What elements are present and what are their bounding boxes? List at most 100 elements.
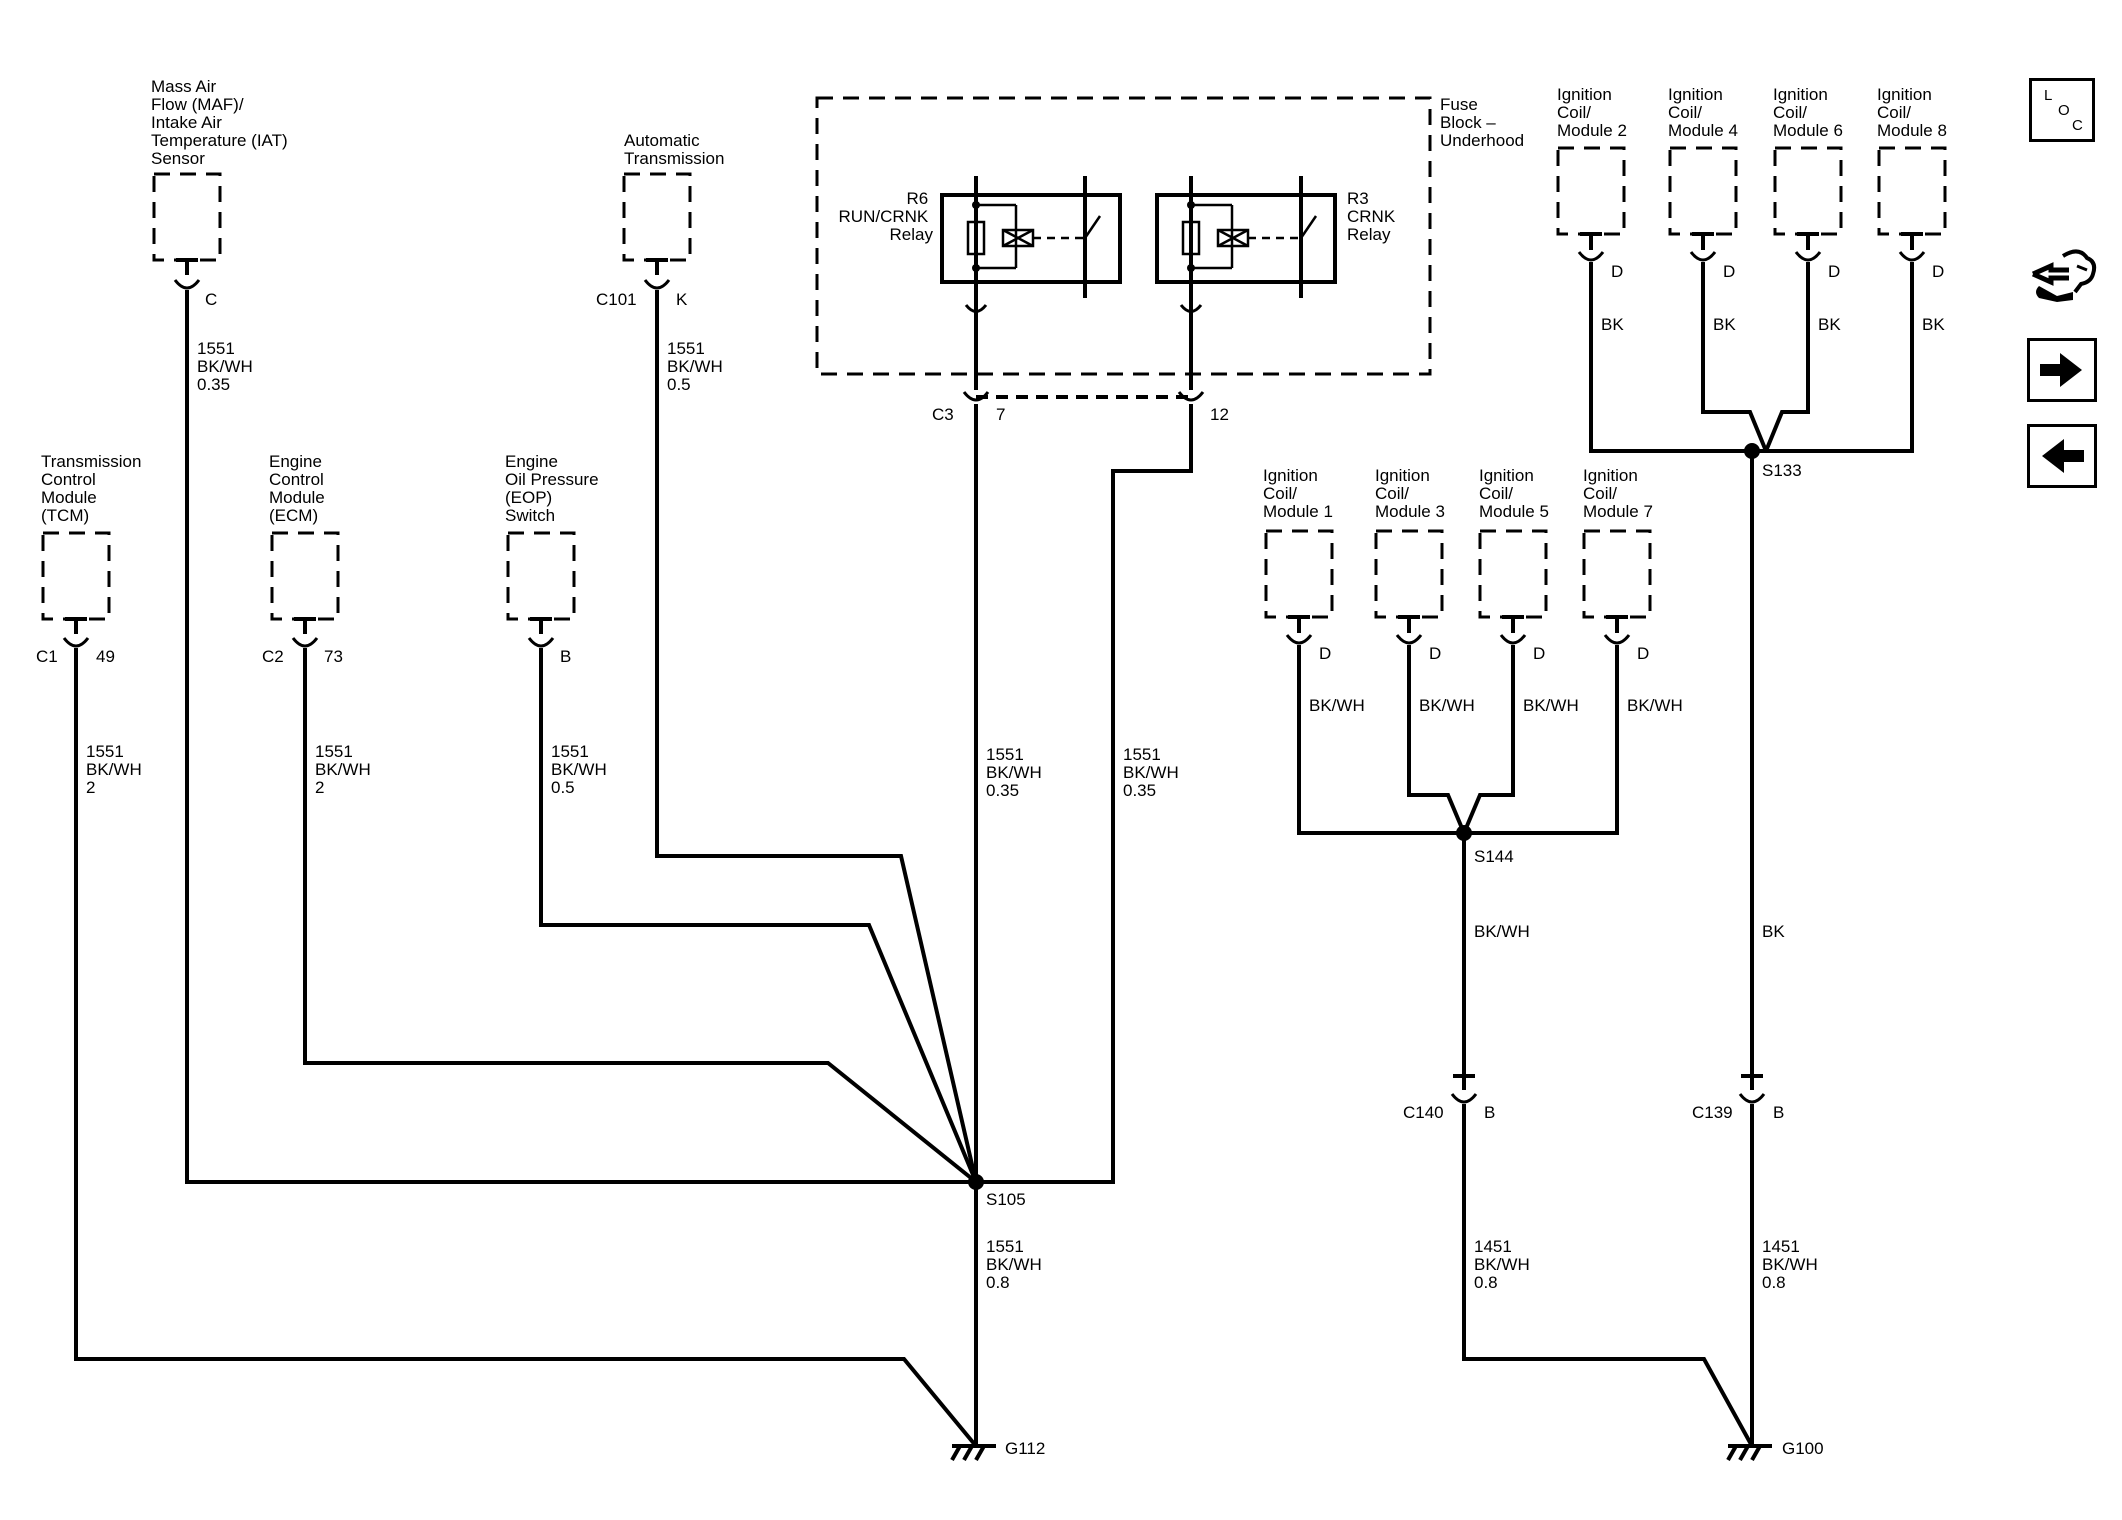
- location-view-icon-letter-o: O: [2058, 102, 2070, 119]
- circuit-label-s144-c140: BK/WH: [1474, 922, 1530, 941]
- coil-1-wire-label: BK/WH: [1309, 696, 1365, 715]
- coil-4-label: Ignition Coil/ Module 4: [1668, 85, 1738, 140]
- coil-8-group: Ignition Coil/ Module 8 D BK: [1877, 85, 1947, 334]
- coil-1-pin-label: D: [1319, 644, 1331, 663]
- c3-pin-7-label: 7: [996, 405, 1005, 424]
- coil-4-pin-label: D: [1723, 262, 1735, 281]
- tcm-box: [41, 531, 111, 621]
- maf-sensor-label: Mass Air Flow (MAF)/ Intake Air Temperat…: [151, 77, 292, 168]
- next-page-button[interactable]: [2027, 338, 2097, 402]
- auto-transmission-label: Automatic Transmission: [624, 131, 724, 168]
- c3-pin-7: [962, 391, 990, 402]
- coil-2-wire-label: BK: [1601, 315, 1624, 334]
- coil-4-box: [1668, 146, 1738, 236]
- ground-g100-symbol: [1726, 1444, 1772, 1461]
- c2-label: C2: [262, 647, 284, 666]
- circuit-label-s105-g112: 1551 BK/WH 0.8: [986, 1237, 1046, 1292]
- eop-pin-label: B: [560, 647, 571, 666]
- circuit-label-ecm: 1551 BK/WH 2: [315, 742, 375, 797]
- location-view-button[interactable]: L O C: [2029, 78, 2095, 142]
- auto-transmission-box: [622, 172, 692, 262]
- circuit-label-auto-trans: 1551 BK/WH 0.5: [667, 339, 727, 394]
- ground-g100-label: G100: [1782, 1439, 1824, 1458]
- c3-pin-12-label: 12: [1210, 405, 1229, 424]
- relay-r6: [940, 176, 1122, 313]
- coil-3-label: Ignition Coil/ Module 3: [1375, 466, 1445, 521]
- circuit-label-r3: 1551 BK/WH 0.35: [1123, 745, 1183, 800]
- ecm-box: [270, 531, 340, 621]
- coil-3-pin-label: D: [1429, 644, 1441, 663]
- coil-1-group: Ignition Coil/ Module 1 D BK/WH: [1263, 466, 1365, 715]
- circuit-label-c140-g100: 1451 BK/WH 0.8: [1474, 1237, 1534, 1292]
- coil-6-pin-label: D: [1828, 262, 1840, 281]
- connector-c139: [1738, 1074, 1766, 1104]
- coil-5-wire-label: BK/WH: [1523, 696, 1579, 715]
- coil-3-box: [1374, 529, 1444, 619]
- ecm-pin-label: 73: [324, 647, 343, 666]
- coil-5-group: Ignition Coil/ Module 5 D BK/WH: [1478, 466, 1579, 715]
- coil-3-group: Ignition Coil/ Module 3 D BK/WH: [1374, 466, 1475, 715]
- splice-s133-label: S133: [1762, 461, 1802, 480]
- circuit-label-tcm: 1551 BK/WH 2: [86, 742, 146, 797]
- relay-r3: [1155, 176, 1337, 313]
- coil-5-box: [1478, 529, 1548, 619]
- splice-s144-label: S144: [1474, 847, 1514, 866]
- circuit-label-s133-c139: BK: [1762, 922, 1785, 941]
- ecm-label: Engine Control Module (ECM): [269, 452, 330, 525]
- ground-g112-symbol: [950, 1444, 996, 1461]
- coil-6-box: [1773, 146, 1843, 236]
- coil-8-wire-label: BK: [1922, 315, 1945, 334]
- c139-pin-label: B: [1773, 1103, 1784, 1122]
- fuse-block-label: Fuse Block – Underhood: [1440, 95, 1524, 150]
- coil-2-label: Ignition Coil/ Module 2: [1557, 85, 1627, 140]
- tcm-pin-label: 49: [96, 647, 115, 666]
- coil-2-group: Ignition Coil/ Module 2 D BK: [1556, 85, 1627, 334]
- eop-switch-label: Engine Oil Pressure (EOP) Switch: [505, 452, 603, 525]
- coil-8-label: Ignition Coil/ Module 8: [1877, 85, 1947, 140]
- coil-6-wire-label: BK: [1818, 315, 1841, 334]
- arrow-right-icon: [2040, 353, 2082, 387]
- c140-pin-label: B: [1484, 1103, 1495, 1122]
- tcm-label: Transmission Control Module (TCM): [41, 452, 146, 525]
- coil-7-box: [1582, 529, 1652, 619]
- fuse-block-outline: [815, 96, 1432, 376]
- coil-4-wire-label: BK: [1713, 315, 1736, 334]
- location-view-icon: L: [2044, 87, 2053, 104]
- coil-2-box: [1556, 146, 1626, 236]
- ground-g112-label: G112: [1005, 1439, 1045, 1458]
- coil-5-label: Ignition Coil/ Module 5: [1479, 466, 1549, 521]
- connector-c140: [1450, 1074, 1478, 1104]
- arrow-left-icon: [2042, 439, 2084, 473]
- maf-pin-label: C: [205, 290, 217, 309]
- coil-1-label: Ignition Coil/ Module 1: [1263, 466, 1333, 521]
- previous-page-button[interactable]: [2027, 424, 2097, 488]
- coil-8-pin-label: D: [1932, 262, 1944, 281]
- location-view-icon-letter-c: C: [2072, 117, 2083, 134]
- coil-7-label: Ignition Coil/ Module 7: [1583, 466, 1653, 521]
- c3-pin-12: [1177, 391, 1205, 402]
- coil-7-group: Ignition Coil/ Module 7 D BK/WH: [1582, 466, 1683, 715]
- c3-label: C3: [932, 405, 954, 424]
- coil-1-box: [1264, 529, 1334, 619]
- circuit-label-maf: 1551 BK/WH 0.35: [197, 339, 257, 394]
- coil-4-group: Ignition Coil/ Module 4 D BK: [1668, 85, 1738, 334]
- coil-6-group: Ignition Coil/ Module 6 D BK: [1773, 85, 1843, 334]
- coil-5-pin-label: D: [1533, 644, 1545, 663]
- c139-label: C139: [1692, 1103, 1733, 1122]
- c101-label: C101: [596, 290, 637, 309]
- auto-transmission-pin-label: K: [676, 290, 688, 309]
- c140-label: C140: [1403, 1103, 1444, 1122]
- relay-r6-label: R6 RUN/CRNK Relay: [839, 189, 934, 244]
- c1-label: C1: [36, 647, 58, 666]
- component-view-button[interactable]: [2029, 240, 2099, 318]
- coil-8-box: [1877, 146, 1947, 236]
- coil-3-wire-label: BK/WH: [1419, 696, 1475, 715]
- splice-s105-label: S105: [986, 1190, 1026, 1209]
- eop-switch-box: [506, 531, 576, 621]
- maf-sensor-box: [152, 172, 222, 262]
- coil-7-wire-label: BK/WH: [1627, 696, 1683, 715]
- coil-7-pin-label: D: [1637, 644, 1649, 663]
- relay-r3-label: R3 CRNK Relay: [1347, 189, 1400, 244]
- circuit-label-c139-g100: 1451 BK/WH 0.8: [1762, 1237, 1822, 1292]
